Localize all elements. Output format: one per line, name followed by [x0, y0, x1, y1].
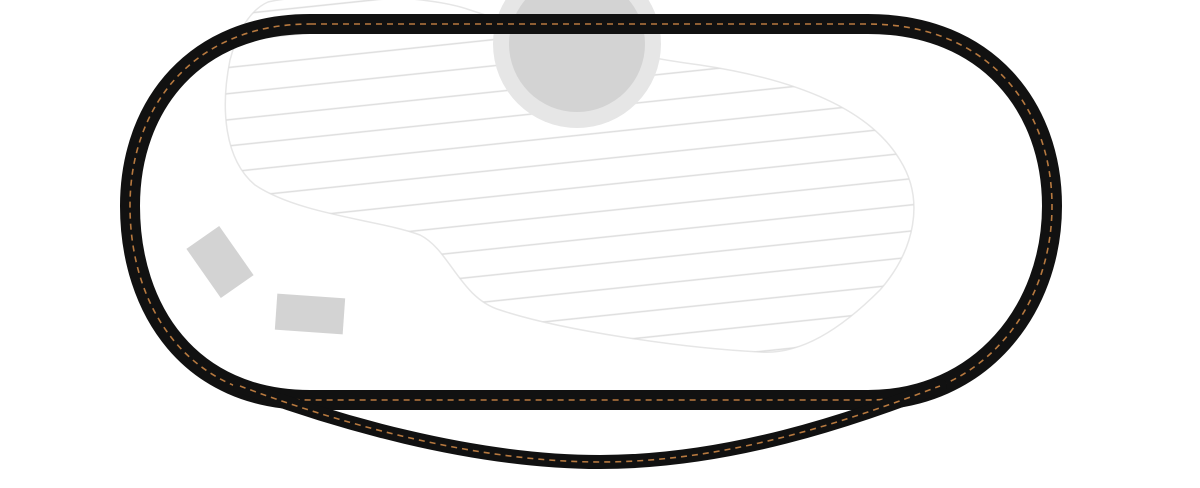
- small-structures: [186, 225, 346, 335]
- race-track: [120, 14, 1062, 470]
- track-oval-center-line: [129, 23, 1053, 401]
- track-bottom-curve-center-line: [239, 385, 941, 463]
- structure-flat: [274, 293, 346, 335]
- structure-tilted: [186, 225, 254, 299]
